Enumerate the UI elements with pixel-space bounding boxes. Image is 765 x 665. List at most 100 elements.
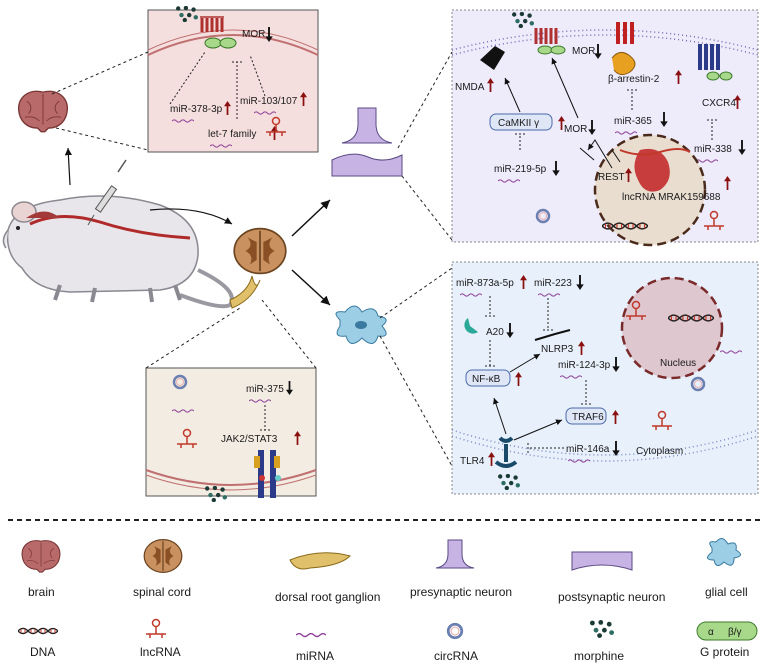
brain-membrane	[147, 34, 319, 56]
legend-gbeta-label: β/γ	[728, 627, 742, 638]
synapse-icon	[331, 107, 403, 177]
zoom-line	[55, 127, 149, 151]
drg-membrane-outer	[145, 474, 317, 491]
cxcr4-label: CXCR4	[702, 98, 736, 109]
arrow-spinal-glia	[291, 269, 331, 306]
nfkb-label: NF-κB	[472, 374, 501, 385]
syringe-icon	[87, 159, 127, 226]
zoom-line	[379, 335, 453, 467]
arrow-tlr4-nfkb	[493, 397, 507, 435]
drg-panel-bg	[145, 367, 317, 497]
traf6-box	[565, 407, 607, 425]
zoom-line	[261, 299, 317, 369]
legend-spinal-label: spinal cord	[133, 585, 191, 599]
arrow-rest-mor	[587, 139, 613, 169]
inhibit-line	[485, 296, 495, 317]
legend: brain spinal cord dorsal root ganglion p…	[18, 538, 758, 663]
rest-label: REST	[598, 172, 625, 183]
inhibit-line	[515, 133, 525, 150]
legend-drg-icon	[289, 552, 351, 570]
inhibit-line	[485, 340, 495, 367]
mor-mid-label: MOR	[564, 124, 587, 135]
g-protein-icon	[204, 37, 237, 49]
inhibit-line	[543, 298, 553, 331]
legend-glial-label: glial cell	[705, 585, 748, 599]
nlrp3-icon	[534, 329, 571, 341]
a20-label: A20	[486, 327, 504, 338]
zoom-line	[401, 175, 453, 241]
glial-cell-icon	[335, 305, 387, 344]
jak-receptor-icon	[254, 450, 281, 498]
brain-panel: MOR miR-378-3p miR-103/107 let-7 family	[147, 6, 319, 153]
beta-arrestin-icon	[611, 22, 636, 76]
arrow-mor-receptor	[551, 57, 579, 119]
arrow-nfkb-nlrp3	[509, 353, 541, 373]
cytoplasm-label: Cytoplasm	[636, 446, 683, 457]
jak-stat-label: JAK2/STAT3	[221, 434, 278, 445]
nucleus-label: Nucleus	[660, 358, 696, 369]
legend-drg-label: dorsal root ganglion	[275, 590, 380, 604]
legend-brain-icon	[21, 540, 61, 573]
glia-panel: Nucleus miR-873a-5p miR-223 A20 NLRP3 NF…	[451, 261, 759, 495]
traf6-label: TRAF6	[572, 412, 604, 423]
cxcr4-receptor-icon	[698, 44, 733, 81]
brain-icon	[17, 90, 69, 133]
arrow-spinal-neuron	[291, 199, 331, 237]
inhibit-line	[260, 405, 270, 431]
legend-dna-icon	[18, 627, 58, 635]
inhibit-line	[707, 119, 717, 140]
legend-glial-icon	[707, 538, 741, 566]
legend-postsynaptic-icon	[571, 551, 633, 571]
mir-375-label: miR-375	[246, 384, 284, 395]
lncrna-label: lncRNA MRAK159688	[622, 192, 721, 203]
zoom-line	[379, 267, 453, 319]
legend-circrna-label: circRNA	[434, 649, 478, 663]
rat-icon	[2, 195, 234, 309]
legend-lncrna-icon	[146, 618, 166, 639]
legend-presynaptic-icon	[435, 539, 475, 569]
beta-arrestin-label: β-arrestin-2	[608, 74, 660, 85]
legend-gprotein-label: G protein	[700, 645, 749, 659]
legend-spinal-icon	[143, 539, 183, 573]
arrow-rat-spinal	[149, 208, 233, 225]
drg-membrane	[145, 469, 317, 486]
let7-label: let-7 family	[208, 129, 256, 140]
mir-378-label: miR-378-3p	[170, 104, 223, 115]
legend-gprotein-icon	[696, 621, 758, 641]
legend-morphine-label: morphine	[574, 649, 624, 663]
rest-line	[611, 149, 621, 163]
inhibit-line	[249, 54, 266, 97]
arrow-rat-brain	[64, 147, 72, 186]
legend-lncrna-label: lncRNA	[140, 645, 181, 659]
nmda-label: NMDA	[455, 82, 485, 93]
mor-receptor-icon	[534, 28, 566, 55]
mor-top-label: MOR	[572, 46, 595, 57]
camkii-box	[489, 113, 553, 131]
legend-brain-label: brain	[28, 585, 55, 599]
nfkb-box	[465, 369, 511, 387]
inhibit-line	[581, 380, 591, 405]
legend-morphine-icon	[590, 620, 614, 638]
mir-338-label: miR-338	[694, 144, 732, 155]
inhibit-line	[527, 443, 564, 453]
glia-nucleus-circle	[620, 276, 724, 380]
brain-membrane-outer	[147, 29, 319, 51]
tlr4-label: TLR4	[460, 456, 485, 467]
legend-circrna-icon	[446, 622, 464, 640]
inhibit-line	[627, 89, 637, 110]
mir-873-label: miR-873a-5p	[456, 278, 514, 289]
mir-223-label: miR-223	[534, 278, 572, 289]
drg-panel: miR-375 JAK2/STAT3	[145, 367, 317, 502]
mir-146-label: miR-146a	[566, 444, 610, 455]
zoom-line	[51, 51, 149, 95]
inhibit-line	[579, 147, 595, 161]
tlr4-receptor-icon	[494, 436, 518, 468]
a20-pacman-icon	[464, 318, 478, 334]
lncrna-strand-icon	[619, 148, 691, 156]
mir-365-label: miR-365	[614, 116, 652, 127]
mor-label: MOR	[242, 29, 265, 40]
arrow-tlr4-traf6	[513, 419, 563, 441]
inhibit-line	[232, 61, 242, 119]
legend-presynaptic-label: presynaptic neuron	[410, 585, 512, 599]
